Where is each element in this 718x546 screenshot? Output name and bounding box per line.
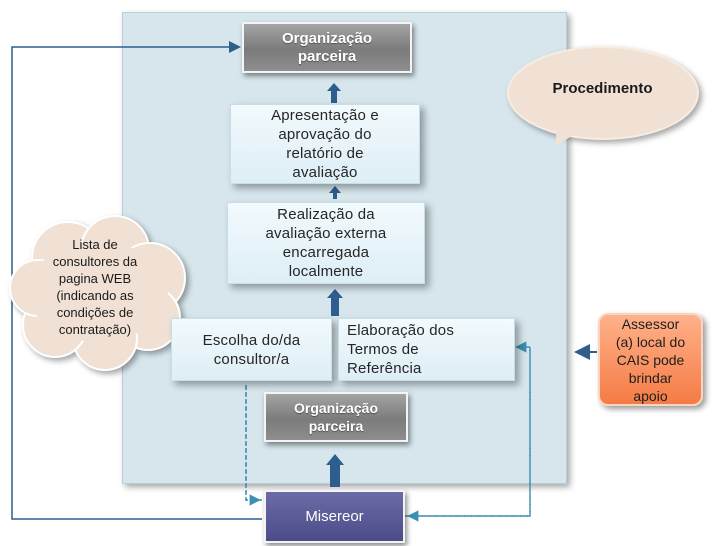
cloud-consultores-text: Lista de consultores da pagina WEB (indi… — [52, 237, 138, 337]
organizacao-parceira-bottom: Organização parceira — [264, 392, 408, 442]
organizacao-parceira-top: Organização parceira — [242, 22, 412, 73]
assessor-box: Assessor (a) local do CAIS pode brindar … — [598, 313, 703, 406]
step-realizacao: Realização da avaliação externa encarreg… — [227, 202, 425, 284]
step-escolha: Escolha do/da consultor/a — [171, 318, 332, 381]
step-elaboracao: Elaboração dos Termos de Referência — [338, 318, 515, 381]
step-apresentacao: Apresentação e aprovação do relatório de… — [230, 104, 420, 184]
procedimento-label: Procedimento — [552, 80, 653, 97]
misereor-box: Misereor — [264, 490, 405, 543]
